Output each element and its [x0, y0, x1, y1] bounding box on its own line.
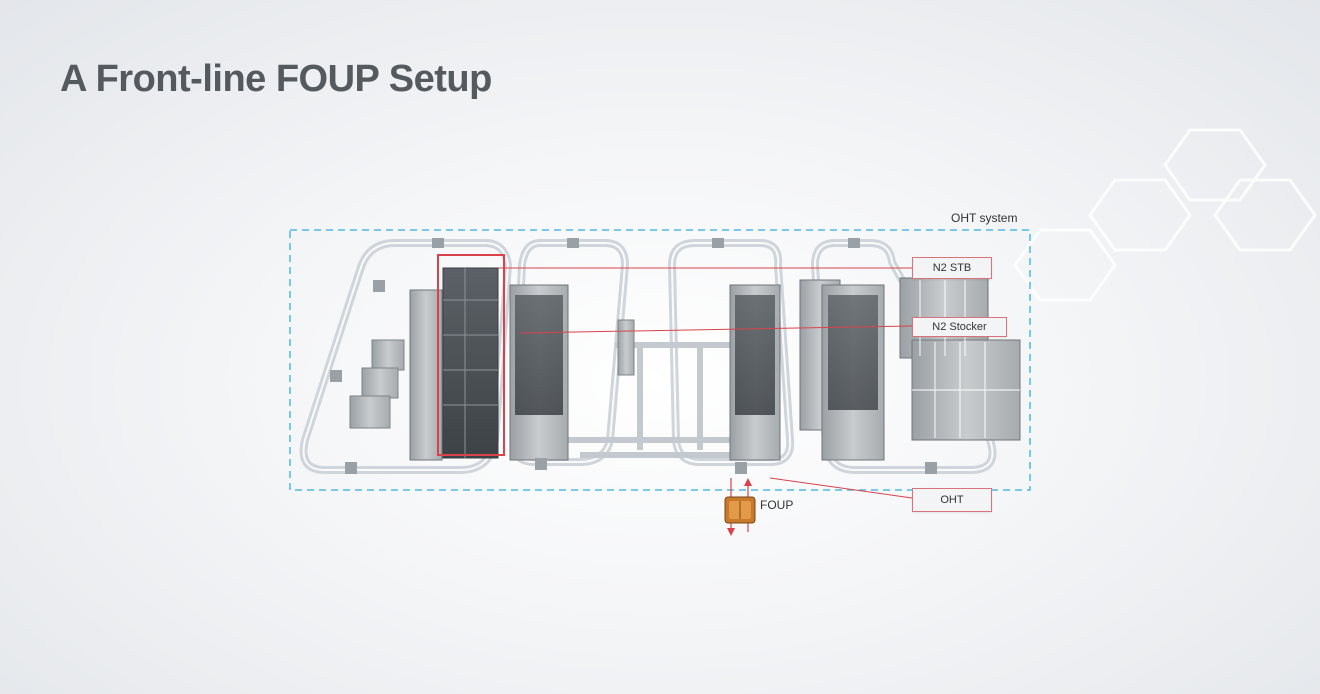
bay-2-equipment — [509, 284, 635, 461]
track-hangers — [330, 238, 937, 474]
small-equipment-units — [349, 339, 405, 429]
oht-system-label: OHT system — [951, 211, 1018, 225]
oht-system-boundary — [289, 229, 1031, 491]
foup-icon — [724, 478, 756, 536]
hexagon-decoration — [1013, 128, 1317, 302]
n2-stocker-equipment — [899, 277, 1021, 441]
bay-4-equipment — [799, 279, 885, 461]
n2-stb-equipment — [409, 267, 499, 461]
oht-callout: OHT — [912, 488, 992, 512]
n2-stb-highlight — [437, 254, 505, 456]
n2-stb-callout: N2 STB — [912, 257, 992, 279]
inter-bay-conveyor — [565, 342, 740, 458]
oht-track — [299, 239, 997, 474]
foup-label: FOUP — [760, 498, 794, 512]
n2-stocker-callout: N2 Stocker — [912, 317, 1007, 337]
slide-title: A Front-line FOUP Setup — [60, 58, 492, 100]
callout-lines — [498, 267, 913, 499]
bay-3-equipment — [729, 284, 781, 461]
